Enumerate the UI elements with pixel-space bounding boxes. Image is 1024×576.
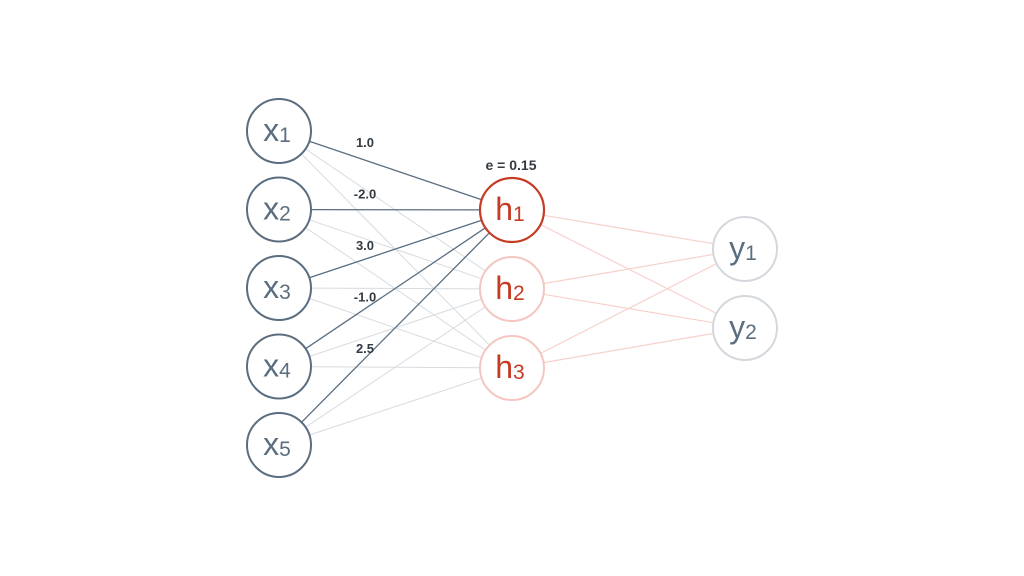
node-letter: x — [263, 191, 279, 227]
weight-label-x2: -2.0 — [354, 187, 376, 202]
edge-x5-h2 — [305, 306, 486, 428]
weight-label-x3: 3.0 — [356, 238, 374, 253]
node-letter: x — [263, 426, 279, 462]
edge-h3-y2 — [543, 332, 714, 364]
edge-x1-h1 — [309, 140, 482, 201]
node-label: h3 — [495, 349, 524, 385]
node-subscript: 2 — [513, 282, 525, 305]
node-h3: h3 — [479, 335, 545, 401]
node-circle — [712, 295, 778, 361]
node-circle — [246, 333, 312, 400]
node-y2: y2 — [712, 295, 778, 361]
node-letter: h — [495, 349, 513, 385]
node-label: x5 — [263, 426, 291, 462]
node-label: x3 — [263, 269, 291, 305]
weight-label-x4: -1.0 — [354, 290, 376, 305]
node-letter: h — [495, 270, 513, 306]
node-label: y2 — [729, 309, 757, 345]
node-label: x2 — [263, 191, 291, 227]
node-circle — [479, 256, 545, 322]
node-subscript: 1 — [745, 242, 757, 265]
node-h2: h2 — [479, 256, 545, 322]
error-label: e = 0.15 — [486, 157, 537, 173]
node-label: h1 — [495, 191, 524, 227]
node-x3: x3 — [246, 255, 312, 321]
node-letter: x — [263, 112, 279, 148]
edge-h2-y1 — [543, 253, 714, 285]
node-x4: x4 — [246, 333, 312, 400]
weight-labels: 1.0 -2.0 3.0 -1.0 2.5 — [354, 135, 376, 356]
node-subscript: 2 — [745, 321, 757, 344]
node-circle — [479, 335, 545, 401]
node-circle — [246, 176, 312, 243]
active-edges-to-h1 — [301, 140, 490, 423]
node-circle — [246, 255, 312, 321]
node-h1: h1 — [478, 176, 546, 244]
edge-h1-y1 — [543, 214, 714, 245]
node-label: x1 — [263, 112, 291, 148]
node-x2: x2 — [246, 176, 312, 243]
node-subscript: 1 — [279, 124, 291, 147]
hidden-to-output-edges — [540, 214, 717, 364]
weight-label-x5: 2.5 — [356, 341, 374, 356]
node-circle — [478, 176, 546, 244]
node-letter: y — [729, 309, 745, 345]
edge-h3-y1 — [540, 263, 717, 354]
node-x1: x1 — [246, 98, 312, 164]
node-letter: x — [263, 269, 279, 305]
node-subscript: 5 — [279, 438, 291, 461]
node-y1: y1 — [712, 216, 778, 282]
node-label: x4 — [263, 348, 291, 384]
edge-x3-h1 — [309, 219, 482, 279]
weight-label-x1: 1.0 — [356, 135, 374, 150]
faded-edges — [301, 148, 490, 436]
node-label: y1 — [729, 230, 757, 266]
edge-x5-h1 — [301, 232, 490, 423]
node-x5: x5 — [246, 412, 312, 478]
node-subscript: 2 — [279, 203, 291, 226]
node-label: h2 — [495, 270, 524, 306]
edge-x5-h3 — [309, 377, 482, 436]
node-letter: h — [495, 191, 513, 227]
node-subscript: 3 — [279, 281, 291, 304]
node-letter: x — [263, 348, 279, 384]
node-subscript: 1 — [513, 203, 525, 226]
node-subscript: 3 — [513, 361, 525, 384]
node-letter: y — [729, 230, 745, 266]
node-subscript: 4 — [279, 360, 291, 383]
node-circle — [246, 412, 312, 478]
node-circle — [712, 216, 778, 282]
edge-x4-h1 — [305, 227, 486, 350]
node-circle — [246, 98, 312, 164]
